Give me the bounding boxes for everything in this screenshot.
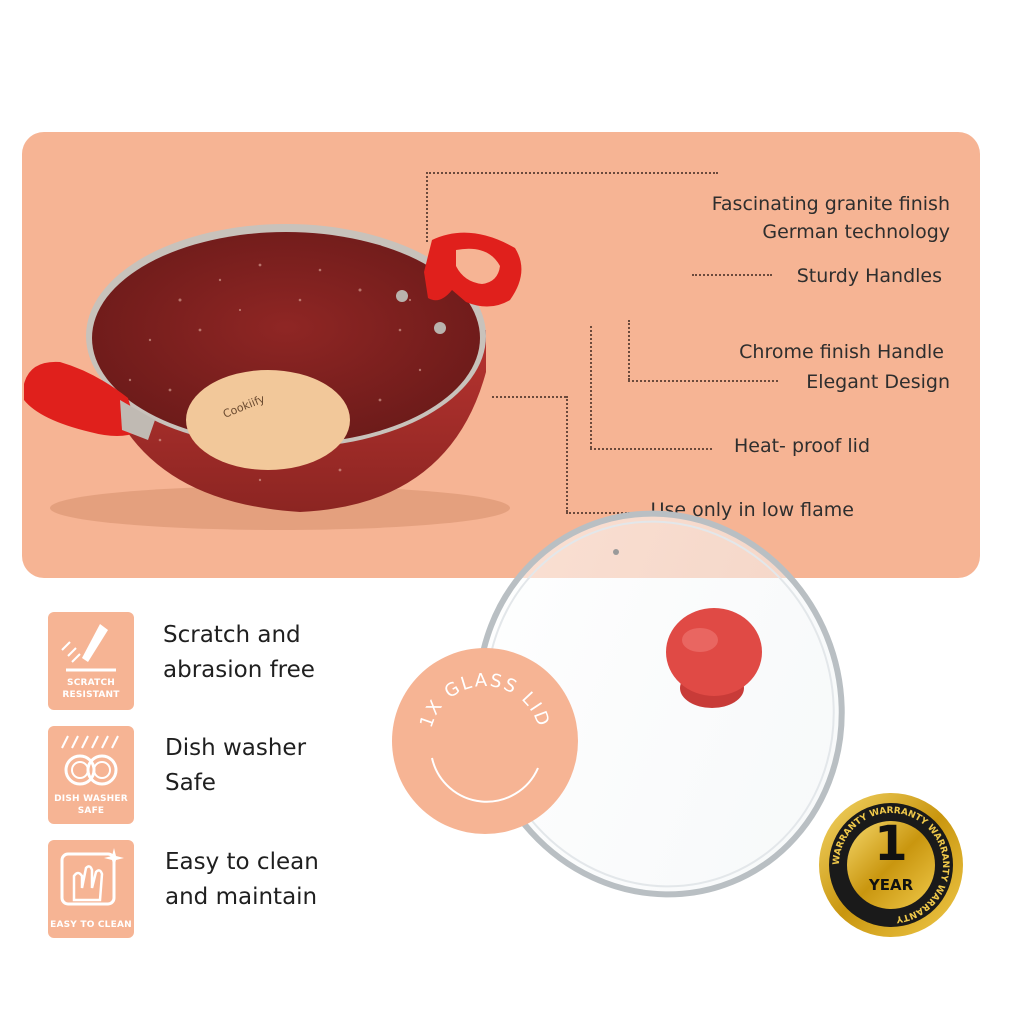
feature-granite-finish: Fascinating granite finish [711, 193, 950, 215]
benefit-clean-line-2: and maintain [165, 884, 318, 910]
feature-heat-proof-lid: Heat- proof lid [733, 435, 870, 457]
benefit-clean-line-1: Easy to clean [165, 849, 319, 875]
callout-line-flame-h2 [566, 512, 630, 514]
knife-scratch-icon [61, 624, 116, 672]
scratch-resistant-caption-2: RESISTANT [62, 690, 120, 700]
callout-line-chrome-h [628, 380, 778, 382]
feature-german-technology: German technology [762, 221, 950, 243]
benefit-scratch-line-1: Scratch and [163, 622, 301, 648]
glass-lid-label: 1X GLASS LID [416, 670, 552, 731]
benefit-dishwasher-line-2: Safe [165, 770, 216, 796]
dishwasher-caption-1: DISH WASHER [54, 794, 128, 804]
callout-line-flame-v [566, 396, 568, 512]
feature-sturdy-handles: Sturdy Handles [796, 265, 942, 287]
callout-line-granite-v [426, 172, 428, 242]
callout-line-lid-h [590, 448, 712, 450]
warranty-number: 1 [874, 816, 908, 872]
easy-to-clean-tile: EASY TO CLEAN [48, 840, 134, 938]
svg-text:1X GLASS LID: 1X GLASS LID [416, 670, 554, 731]
feature-low-flame: Use only in low flame [650, 499, 854, 521]
easy-to-clean-caption: EASY TO CLEAN [50, 920, 132, 930]
benefit-scratch-line-2: abrasion free [163, 657, 315, 683]
scratch-resistant-caption-1: SCRATCH [67, 678, 115, 688]
dishwasher-plates-icon [61, 735, 119, 786]
dishwasher-caption-2: SAFE [77, 806, 105, 816]
feature-chrome-handle: Chrome finish Handle [739, 341, 944, 363]
glass-lid-badge: 1X GLASS LID [392, 648, 578, 834]
warranty-badge: WARRANTY WARRANTY WARRANTY WARRANTY 1 YE… [816, 790, 966, 940]
callout-line-flame-h [492, 396, 566, 398]
dishwasher-safe-tile: DISH WASHER SAFE [48, 726, 134, 824]
callout-line-handles [692, 274, 772, 276]
callout-line-lid-v [590, 326, 592, 448]
warranty-unit: YEAR [868, 876, 914, 894]
callout-line-granite-h [426, 172, 718, 174]
feature-elegant-design: Elegant Design [806, 371, 950, 393]
callout-line-chrome-v [628, 320, 630, 380]
benefit-dishwasher-line-1: Dish washer [165, 735, 307, 761]
hand-wash-sparkle-icon [60, 848, 124, 906]
scratch-resistant-tile: SCRATCH RESISTANT [48, 612, 134, 710]
